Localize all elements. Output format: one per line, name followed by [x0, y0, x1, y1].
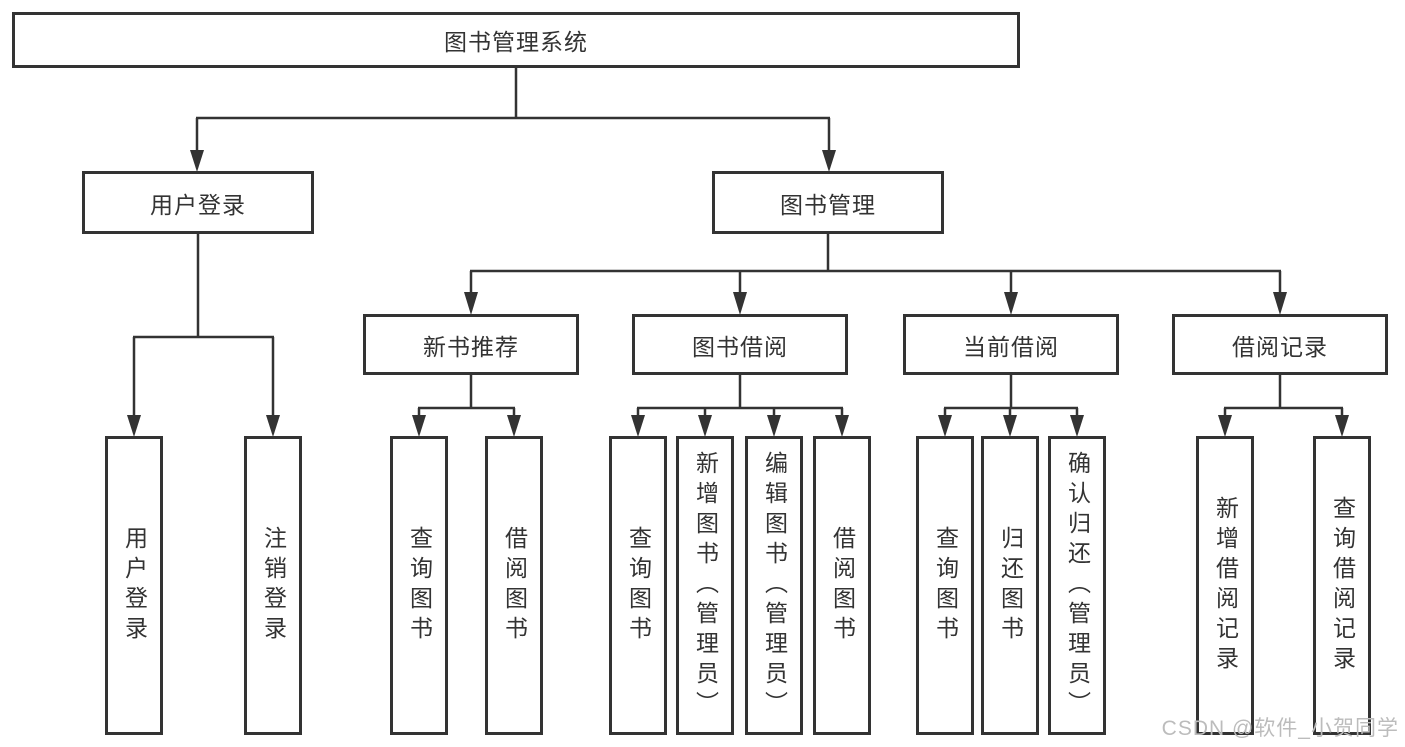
leaf-add-borrow-record-label: 新增借阅记录 — [1212, 495, 1239, 676]
leaf-borrow-books-recommend: 借阅图书 — [485, 436, 543, 735]
leaf-add-borrow-record: 新增借阅记录 — [1196, 436, 1254, 735]
leaf-user-login: 用户登录 — [105, 436, 163, 735]
leaf-user-login-label: 用户登录 — [121, 525, 148, 646]
node-new-book-recommendation-label: 新书推荐 — [423, 333, 519, 360]
node-user-login-label: 用户登录 — [150, 191, 246, 218]
node-borrowing-records-label: 借阅记录 — [1232, 333, 1328, 360]
leaf-edit-books-admin: 编辑图书（管理员） — [745, 436, 803, 735]
leaf-return-books-label: 归还图书 — [997, 525, 1024, 646]
arrowheads — [127, 150, 1349, 437]
leaf-confirm-return-admin: 确认归还（管理员） — [1048, 436, 1106, 735]
connector-shafts — [132, 68, 1344, 417]
leaf-borrow-books-recommend-label: 借阅图书 — [501, 525, 528, 646]
leaf-borrow-books: 借阅图书 — [813, 436, 871, 735]
node-current-borrowing: 当前借阅 — [903, 314, 1119, 375]
leaf-query-books-current: 查询图书 — [916, 436, 974, 735]
leaf-query-books-borrow: 查询图书 — [609, 436, 667, 735]
csdn-watermark: CSDN @软件_小贺同学 — [1161, 717, 1399, 740]
leaf-edit-books-admin-label: 编辑图书（管理员） — [761, 450, 788, 721]
leaf-query-borrow-record-label: 查询借阅记录 — [1329, 495, 1356, 676]
leaf-borrow-books-label: 借阅图书 — [829, 525, 856, 646]
node-book-management-label: 图书管理 — [780, 191, 876, 218]
node-book-borrowing: 图书借阅 — [632, 314, 848, 375]
node-current-borrowing-label: 当前借阅 — [963, 333, 1059, 360]
leaf-add-books-admin: 新增图书（管理员） — [676, 436, 734, 735]
node-book-management: 图书管理 — [712, 171, 944, 234]
leaf-add-books-admin-label: 新增图书（管理员） — [692, 450, 719, 721]
leaf-query-books-recommend-label: 查询图书 — [406, 525, 433, 646]
node-book-borrowing-label: 图书借阅 — [692, 333, 788, 360]
leaf-query-books-current-label: 查询图书 — [932, 525, 959, 646]
leaf-query-books-borrow-label: 查询图书 — [625, 525, 652, 646]
leaf-logout: 注销登录 — [244, 436, 302, 735]
leaf-confirm-return-admin-label: 确认归还（管理员） — [1064, 450, 1091, 721]
node-root-label: 图书管理系统 — [444, 29, 588, 55]
leaf-logout-label: 注销登录 — [260, 525, 287, 646]
node-user-login: 用户登录 — [82, 171, 314, 234]
node-new-book-recommendation: 新书推荐 — [363, 314, 579, 375]
leaf-return-books: 归还图书 — [981, 436, 1039, 735]
leaf-query-books-recommend: 查询图书 — [390, 436, 448, 735]
node-root: 图书管理系统 — [12, 12, 1020, 68]
node-borrowing-records: 借阅记录 — [1172, 314, 1388, 375]
leaf-query-borrow-record: 查询借阅记录 — [1313, 436, 1371, 735]
